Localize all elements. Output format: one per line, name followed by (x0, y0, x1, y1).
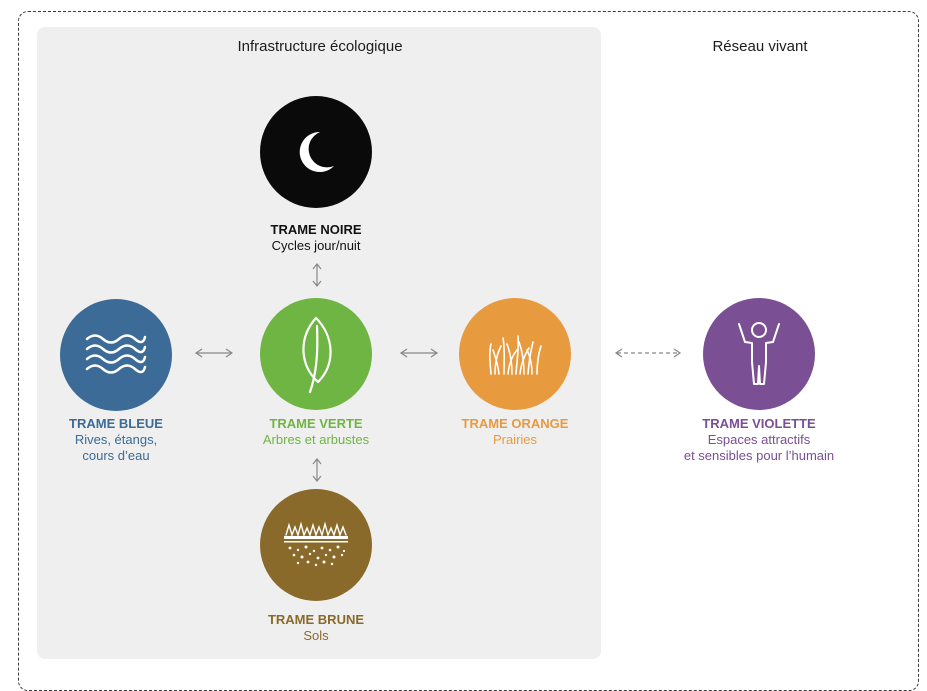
trame-brune-label: TRAME BRUNE Sols (216, 612, 416, 644)
trame-verte-label: TRAME VERTE Arbres et arbustes (216, 416, 416, 448)
trame-noire-label: TRAME NOIRE Cycles jour/nuit (216, 222, 416, 254)
trame-brune-desc: Sols (303, 628, 329, 643)
arrow-noire-verte (312, 263, 322, 287)
moon-icon (299, 131, 334, 172)
reseau-vivant-title: Réseau vivant (712, 38, 808, 55)
arrow-verte-orange (399, 348, 439, 358)
trame-violette-desc-2: et sensibles pour l’humain (683, 448, 835, 463)
trame-noire-circle (260, 96, 372, 208)
trame-orange-label: TRAME ORANGE Prairies (415, 416, 615, 448)
dashed-arrow-orange-violette (614, 348, 682, 358)
trame-violette-name: TRAME VIOLETTE (702, 416, 816, 431)
trame-brune-name: TRAME BRUNE (267, 612, 365, 627)
trame-orange-desc: Prairies (492, 432, 538, 447)
trame-violette-label: TRAME VIOLETTE Espaces attractifs et sen… (649, 416, 869, 464)
trame-bleue-desc-2: cours d’eau (82, 448, 150, 463)
trame-violette-circle (703, 298, 815, 410)
infrastructure-title: Infrastructure écologique (237, 38, 403, 55)
leaf-icon (302, 316, 332, 394)
trame-brune-circle (260, 489, 372, 601)
trame-orange-circle (459, 298, 571, 410)
trame-noire-name: TRAME NOIRE (270, 222, 362, 237)
trame-bleue-desc-1: Rives, étangs, (74, 432, 158, 447)
trame-violette-desc-1: Espaces attractifs (707, 432, 811, 447)
trame-verte-circle (260, 298, 372, 410)
trame-bleue-name: TRAME BLEUE (69, 416, 163, 431)
person-icon (738, 322, 780, 385)
trame-bleue-label: TRAME BLEUE Rives, étangs, cours d’eau (36, 416, 196, 464)
trame-noire-desc: Cycles jour/nuit (271, 238, 361, 253)
waves-icon (85, 334, 147, 374)
arrow-verte-brune (312, 458, 322, 482)
trame-bleue-circle (60, 299, 172, 411)
arrow-bleue-verte (194, 348, 234, 358)
trame-verte-name: TRAME VERTE (269, 416, 363, 431)
soil-icon (284, 521, 348, 567)
grass-icon (489, 335, 542, 375)
trame-verte-desc: Arbres et arbustes (262, 432, 370, 447)
trame-orange-name: TRAME ORANGE (461, 416, 569, 431)
